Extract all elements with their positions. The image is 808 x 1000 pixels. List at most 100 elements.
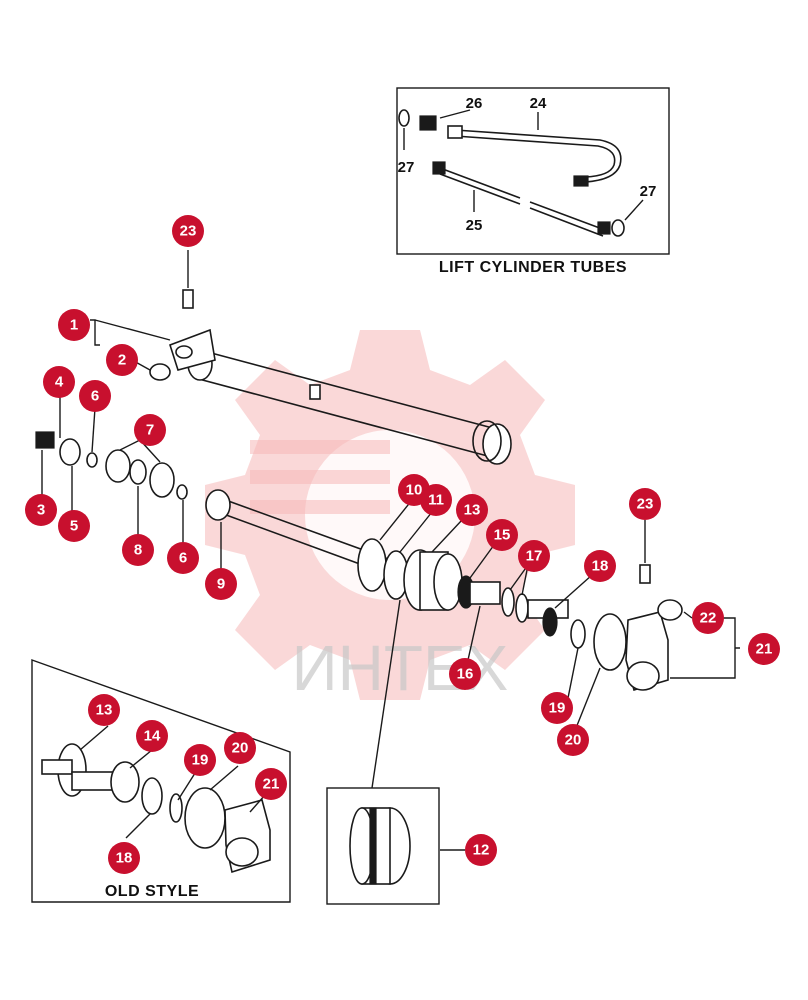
svg-text:23: 23 — [180, 223, 197, 240]
old-style-inset: OLD STYLE — [31, 659, 291, 903]
grease-fitting-23 — [639, 564, 651, 584]
callout-19: 19 — [541, 692, 573, 724]
svg-text:4: 4 — [55, 374, 64, 391]
grease-fitting-23 — [182, 250, 194, 309]
callout-2: 2 — [106, 344, 138, 376]
callout-23: 23 — [172, 215, 204, 247]
callout-13: 13 — [456, 494, 488, 526]
svg-text:6: 6 — [179, 550, 187, 567]
callout-20: 20 — [557, 724, 589, 756]
ring-17 — [515, 593, 529, 623]
spacer-16 — [469, 581, 501, 605]
callout-11: 11 — [420, 484, 452, 516]
tube-25 — [439, 167, 606, 231]
ring-19 — [570, 619, 586, 649]
callout-4: 4 — [43, 366, 75, 398]
barrel-clevis — [169, 328, 216, 371]
inset-caption-old-style: OLD STYLE — [105, 883, 199, 900]
label-26: 26 — [466, 95, 483, 112]
svg-text:21: 21 — [756, 641, 773, 658]
callout-6: 6 — [167, 542, 199, 574]
callout-7: 7 — [134, 414, 166, 446]
callout-16: 16 — [449, 658, 481, 690]
svg-text:16: 16 — [457, 666, 474, 683]
ring-10 — [357, 538, 387, 592]
piston-12-inset — [326, 599, 465, 905]
fitting-3 — [35, 431, 55, 449]
ring-17 — [501, 587, 515, 617]
callout-18: 18 — [584, 550, 616, 582]
svg-text:19: 19 — [192, 752, 209, 769]
callout-19-old: 19 — [184, 744, 216, 776]
callout-6: 6 — [79, 380, 111, 412]
callout-23: 23 — [629, 488, 661, 520]
bushing-2 — [149, 363, 171, 381]
callout-20-old: 20 — [224, 732, 256, 764]
callout-22: 22 — [692, 602, 724, 634]
svg-text:18: 18 — [592, 558, 609, 575]
svg-text:13: 13 — [96, 702, 113, 719]
o-ring-6 — [86, 452, 98, 468]
svg-text:2: 2 — [118, 352, 126, 369]
label-25: 25 — [466, 217, 483, 234]
callout-17: 17 — [518, 540, 550, 572]
seal-27 — [611, 219, 625, 237]
svg-text:12: 12 — [473, 842, 490, 859]
callout-18-old: 18 — [108, 842, 140, 874]
svg-text:23: 23 — [637, 496, 654, 513]
lift-cylinder-tubes-inset: 24 25 26 27 27 LIFT CYLINDER TUBES — [396, 87, 670, 276]
label-27: 27 — [398, 159, 415, 176]
svg-text:18: 18 — [116, 850, 133, 867]
callout-21: 21 — [748, 633, 780, 665]
inset-caption-lift-cylinder-tubes: LIFT CYLINDER TUBES — [439, 259, 627, 276]
seal-18 — [542, 607, 558, 637]
svg-text:11: 11 — [428, 492, 444, 509]
callout-12: 12 — [465, 834, 497, 866]
label-27: 27 — [640, 183, 657, 200]
callout-14-old: 14 — [136, 720, 168, 752]
old-style-frame — [31, 659, 291, 903]
svg-text:17: 17 — [526, 548, 543, 565]
svg-text:7: 7 — [146, 422, 154, 439]
seal-27 — [398, 109, 410, 127]
callout-8: 8 — [122, 534, 154, 566]
svg-text:6: 6 — [91, 388, 99, 405]
callout-13-old: 13 — [88, 694, 120, 726]
callout-15: 15 — [486, 519, 518, 551]
svg-text:20: 20 — [232, 740, 249, 757]
callout-5: 5 — [58, 510, 90, 542]
callout-9: 9 — [205, 568, 237, 600]
fitting-26 — [419, 115, 437, 131]
cylinder-barrel — [169, 328, 512, 465]
callout-21-old: 21 — [255, 768, 287, 800]
gland-5 — [59, 438, 81, 466]
inset-frame — [396, 87, 670, 255]
washer-8 — [129, 459, 147, 485]
svg-text:21: 21 — [263, 776, 280, 793]
svg-text:1: 1 — [70, 317, 78, 334]
tube-24 — [454, 129, 622, 183]
svg-text:5: 5 — [70, 518, 78, 535]
svg-text:10: 10 — [406, 482, 423, 499]
bushing-22 — [657, 599, 683, 621]
piston-assembly — [357, 538, 683, 691]
seal-7 — [149, 462, 175, 498]
seal-7 — [105, 449, 131, 483]
svg-text:13: 13 — [464, 502, 481, 519]
svg-text:19: 19 — [549, 700, 566, 717]
leader-lines — [41, 319, 740, 839]
svg-text:9: 9 — [217, 576, 225, 593]
svg-text:15: 15 — [494, 527, 511, 544]
callout-3: 3 — [25, 494, 57, 526]
svg-text:8: 8 — [134, 542, 142, 559]
o-ring-6 — [176, 484, 188, 500]
svg-text:14: 14 — [144, 728, 161, 745]
nut-20 — [593, 613, 627, 671]
head-parts — [35, 431, 188, 500]
svg-text:22: 22 — [700, 610, 717, 627]
callout-1: 1 — [58, 309, 90, 341]
svg-text:20: 20 — [565, 732, 582, 749]
svg-text:3: 3 — [37, 502, 45, 519]
label-24: 24 — [530, 95, 547, 112]
